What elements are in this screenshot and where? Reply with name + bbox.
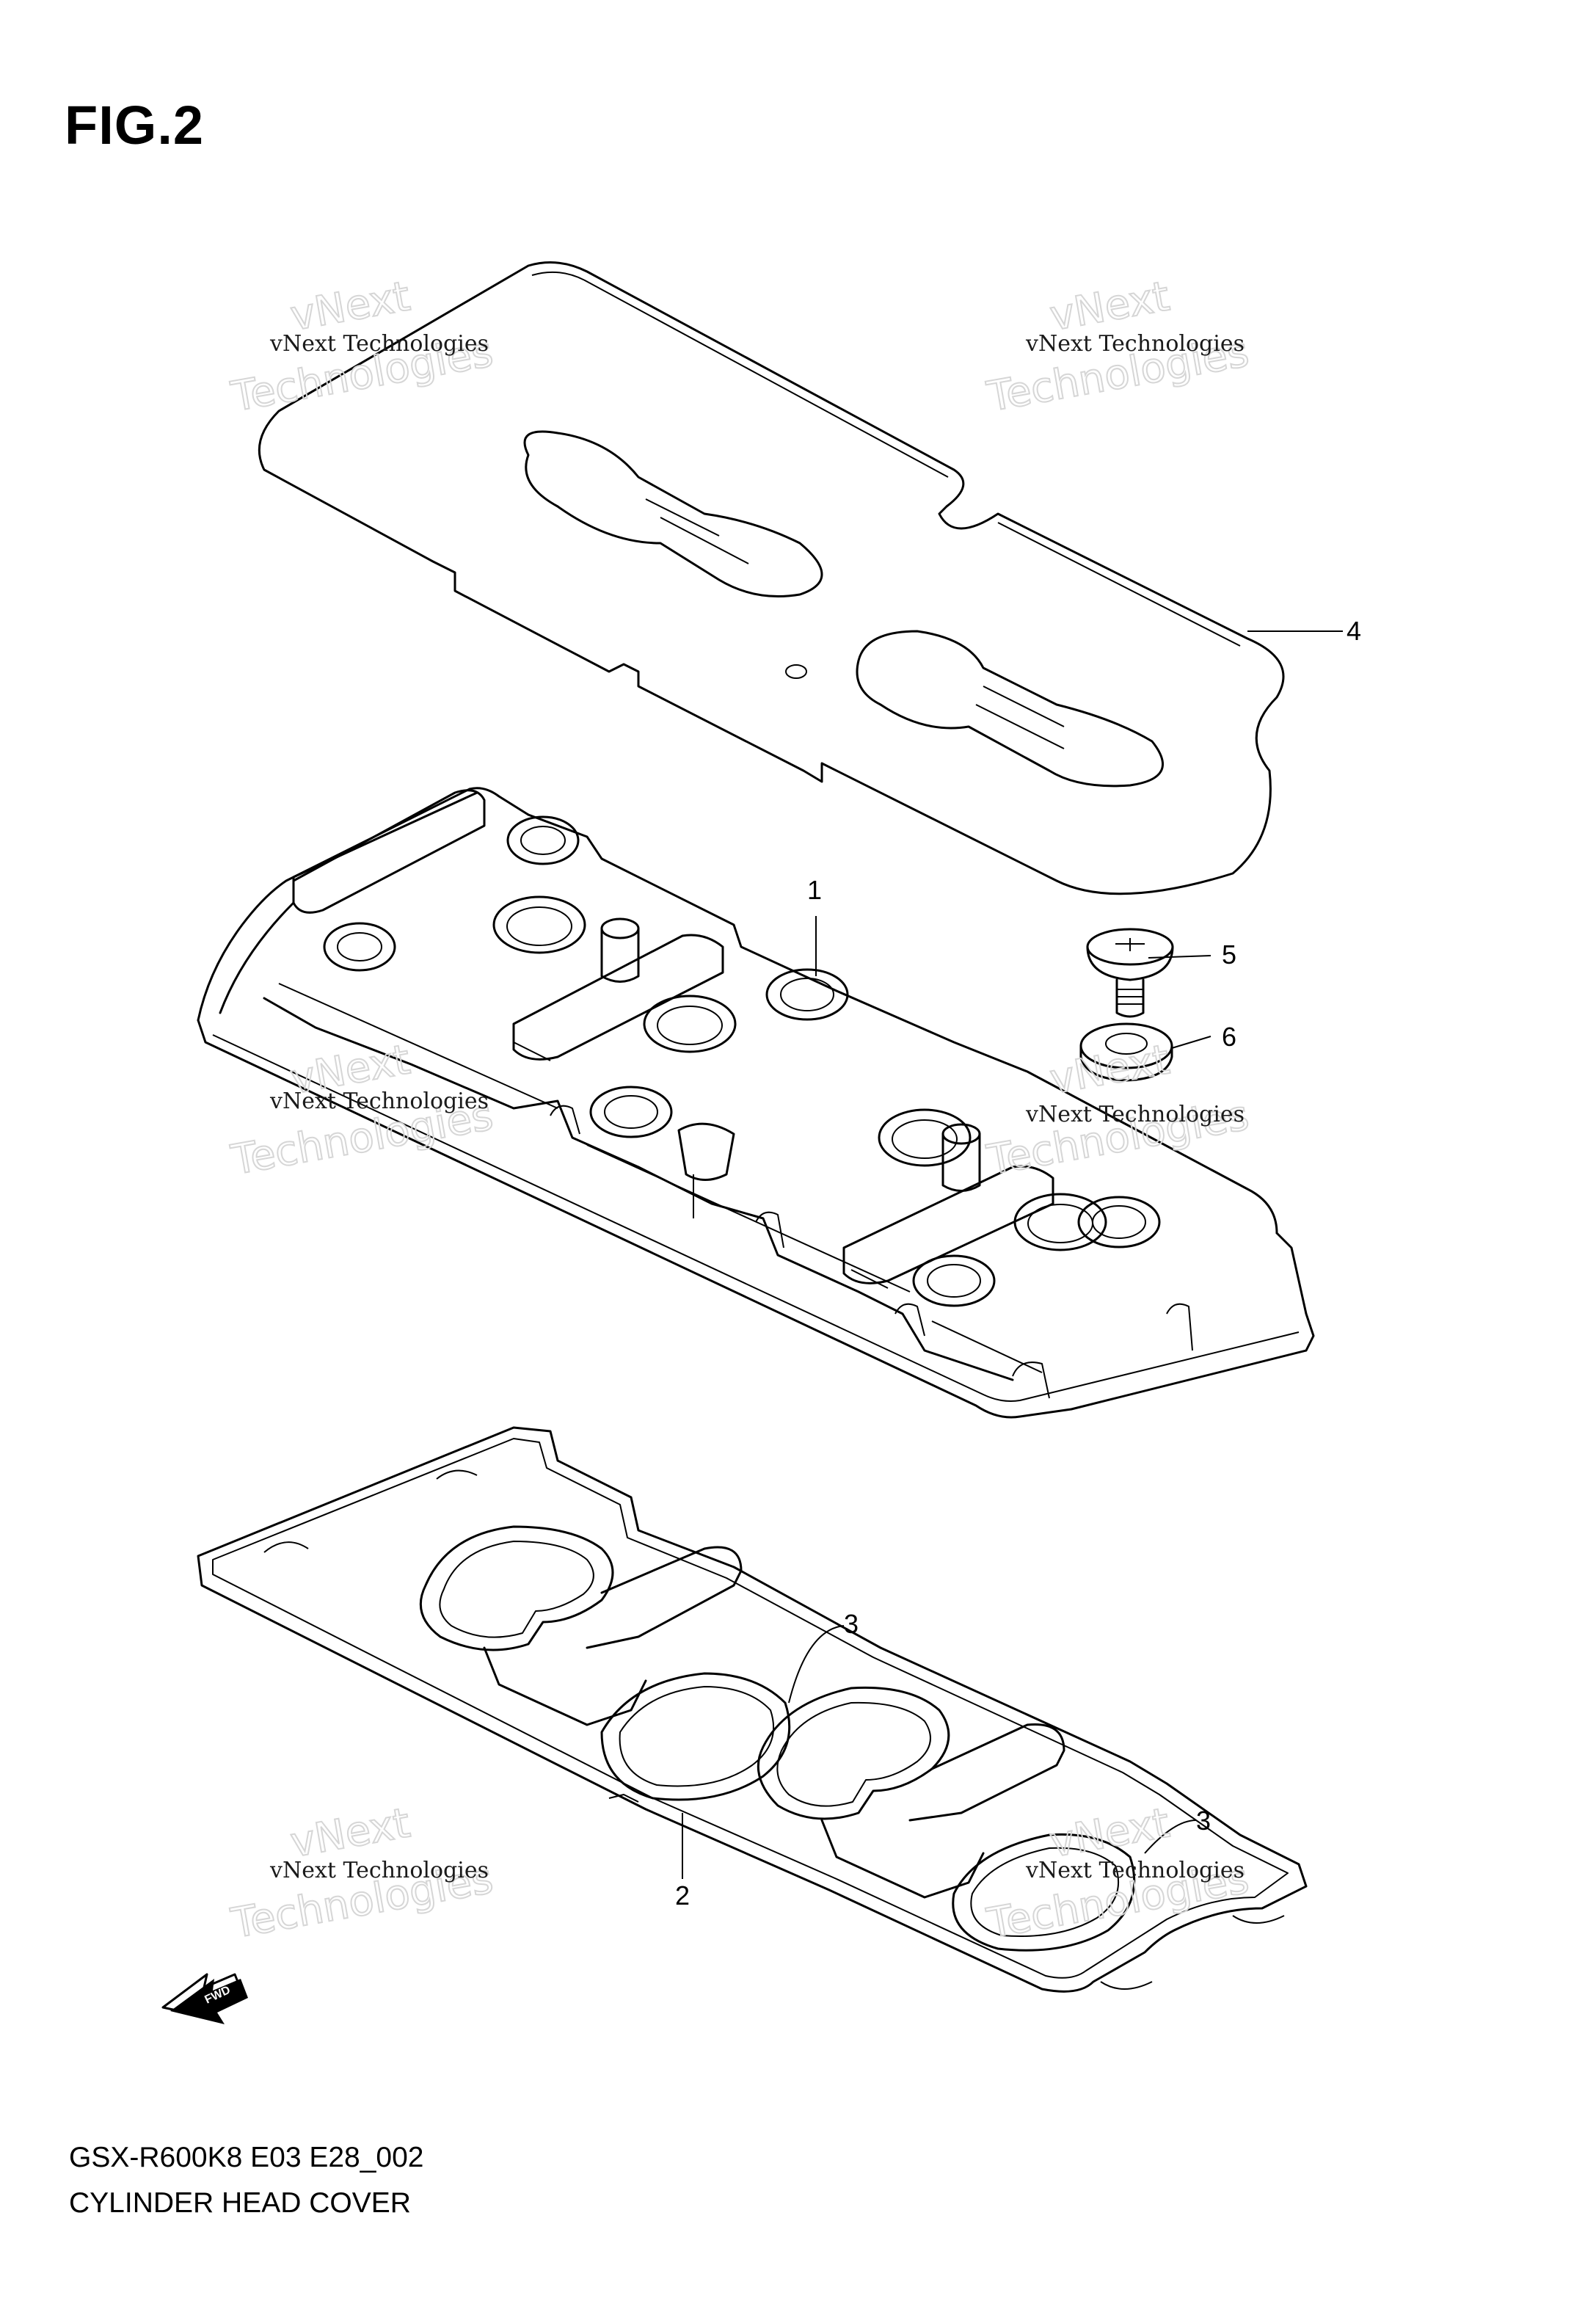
- callout-numbers: 1 2 3 3 4 5 6: [675, 616, 1361, 1911]
- callout-2: 2: [675, 1880, 690, 1911]
- head-cover-gasket: [197, 1426, 1308, 1993]
- callout-3b: 3: [1196, 1806, 1211, 1836]
- diagram-code: GSX-R600K8 E03 E28_002: [69, 2142, 424, 2173]
- watermarks: vNext Technologies vNext Technologies vN…: [227, 272, 1253, 1949]
- callout-leaders: [682, 630, 1343, 1879]
- figure-title: FIG.2: [65, 95, 205, 156]
- watermark-top-right: vNext Technologies vNext Technologies: [983, 272, 1253, 422]
- svg-text:vNext: vNext: [287, 272, 413, 340]
- watermark-bottom-right: vNext Technologies vNext Technologies: [983, 1798, 1253, 1949]
- bolt: [1086, 928, 1174, 1018]
- top-gasket-plate: [258, 261, 1285, 895]
- svg-text:vNext Technologies: vNext Technologies: [269, 1088, 489, 1114]
- callout-3a: 3: [844, 1609, 859, 1639]
- callout-6: 6: [1222, 1022, 1236, 1052]
- cylinder-head-cover: [197, 787, 1315, 1419]
- svg-text:vNext: vNext: [287, 1799, 413, 1866]
- svg-text:vNext Technologies: vNext Technologies: [1025, 1102, 1245, 1127]
- watermark-bottom-left: vNext Technologies vNext Technologies: [227, 1798, 498, 1949]
- svg-text:vNext Technologies: vNext Technologies: [269, 1858, 489, 1883]
- svg-text:vNext: vNext: [1046, 1799, 1173, 1866]
- svg-text:vNext: vNext: [1046, 1036, 1173, 1103]
- callout-5: 5: [1222, 939, 1236, 970]
- watermark-mid-left: vNext Technologies vNext Technologies: [227, 1035, 498, 1185]
- svg-text:vNext: vNext: [1046, 272, 1173, 340]
- watermark-top-left: vNext Technologies vNext Technologies: [227, 272, 498, 422]
- forward-arrow: FWD: [161, 1973, 248, 2024]
- svg-text:vNext Technologies: vNext Technologies: [1025, 1858, 1245, 1883]
- callout-1: 1: [807, 875, 822, 905]
- washer: [1079, 1022, 1173, 1082]
- watermark-mid-right: vNext Technologies vNext Technologies: [983, 1035, 1253, 1185]
- diagram-name: CYLINDER HEAD COVER: [69, 2187, 411, 2219]
- svg-text:vNext Technologies: vNext Technologies: [1025, 331, 1245, 357]
- svg-text:vNext Technologies: vNext Technologies: [269, 331, 489, 357]
- callout-4: 4: [1347, 616, 1361, 646]
